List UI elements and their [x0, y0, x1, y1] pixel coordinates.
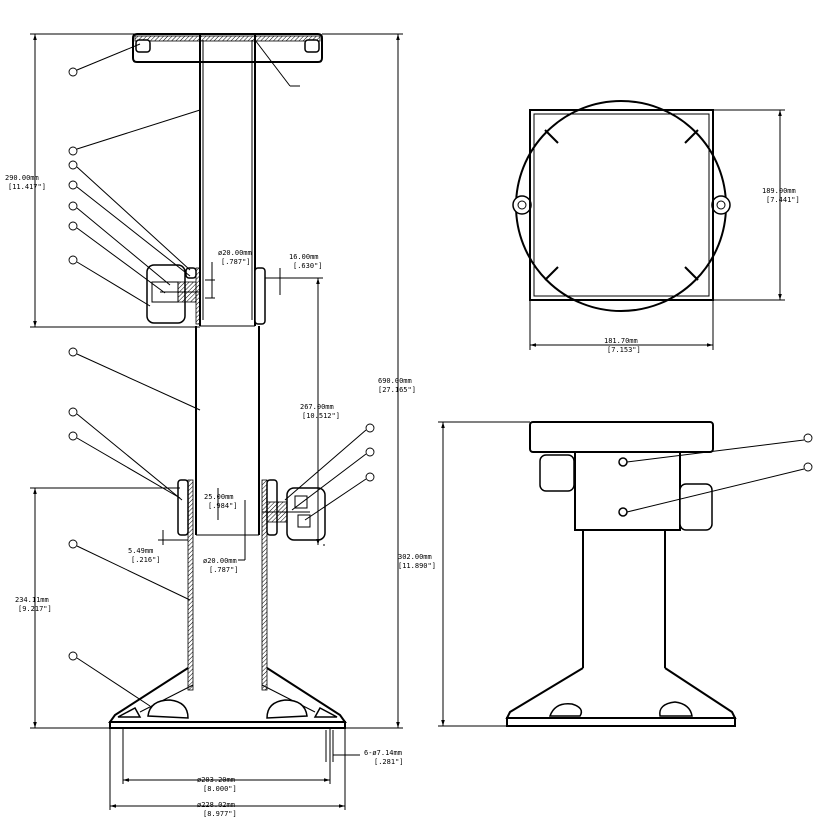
part-callouts-front — [68, 39, 375, 707]
side-view — [438, 421, 813, 727]
dim-bolt-holes-in: [.281"] — [374, 758, 404, 766]
dim-min-height-in: [11.890"] — [398, 562, 436, 570]
lower-knob — [262, 487, 326, 541]
dim-bolt-holes-mm: 6-ø7.14mm — [364, 749, 402, 757]
dim-gap-in: [.216"] — [131, 556, 161, 564]
dim-lower-band-in: [.984"] — [208, 502, 238, 510]
dim-pin-dia-lower-in: [.787"] — [209, 566, 239, 574]
dim-pin-dia-upper-mm: ø20.00mm — [218, 249, 252, 257]
dimension-lines-front — [30, 33, 403, 810]
dim-upper-height-mm: 290.00mm — [5, 174, 39, 182]
dim-pin-offset-in: [.630"] — [293, 262, 323, 270]
dim-adjust-travel-mm: 267.00mm — [300, 403, 334, 411]
dim-pin-offset-mm: 16.00mm — [289, 253, 319, 261]
dimension-labels: 290.00mm [11.417"] ø20.00mm [.787"] 16.0… — [5, 174, 800, 818]
top-view — [512, 100, 785, 350]
dim-adjust-travel-in: [10.512"] — [302, 412, 340, 420]
dim-overall-height-mm: 690.00mm — [378, 377, 412, 385]
dim-bolt-circle-in: [8.000"] — [203, 785, 237, 793]
dim-plate-depth-mm: 189.00mm — [762, 187, 796, 195]
dim-plate-depth-in: [7.441"] — [766, 196, 800, 204]
front-section-view — [108, 33, 347, 729]
dim-lower-band-mm: 25.00mm — [204, 493, 234, 501]
dim-bolt-circle-mm: ø203.20mm — [197, 776, 235, 784]
dim-gap-mm: 5.49mm — [128, 547, 153, 555]
dim-plate-width-in: [7.153"] — [607, 346, 641, 354]
dim-base-dia-mm: ø228.02mm — [197, 801, 235, 809]
dim-pin-dia-upper-in: [.787"] — [221, 258, 251, 266]
dim-plate-width-mm: 181.70mm — [604, 337, 638, 345]
upper-knob — [146, 264, 200, 324]
dim-overall-height-in: [27.165"] — [378, 386, 416, 394]
dim-lower-height-in: [9.217"] — [18, 605, 52, 613]
dim-base-dia-in: [8.977"] — [203, 810, 237, 818]
dim-pin-dia-lower-mm: ø20.00mm — [203, 557, 237, 565]
dim-upper-height-in: [11.417"] — [8, 183, 46, 191]
dim-lower-height-mm: 234.11mm — [15, 596, 49, 604]
dim-min-height-mm: 302.00mm — [398, 553, 432, 561]
